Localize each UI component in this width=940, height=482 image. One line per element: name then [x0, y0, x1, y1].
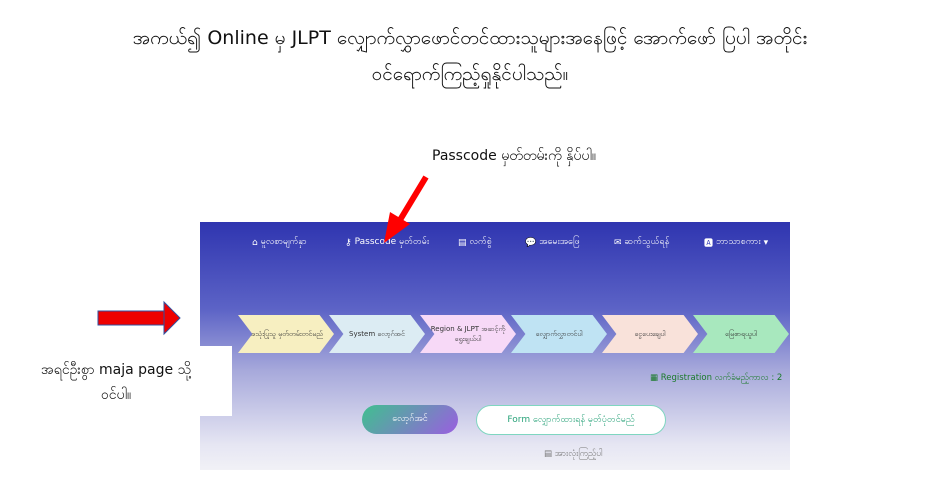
nav-label: လက်စွဲ: [469, 237, 492, 247]
nav-language[interactable]: 🅰ဘာသာစကား▾: [704, 236, 768, 249]
right-arrow-to-main-page: [97, 300, 181, 336]
nav-contact[interactable]: ✉ဆက်သွယ်ရန်: [614, 236, 669, 249]
website-screenshot: ⌂မူလစာမျက်နှာ ⚷Passcode မှတ်တမ်း ▤လက်စွဲ…: [200, 222, 790, 470]
main-page-note-line-1: အရင်ဦးစွာ maja page သို့: [40, 362, 192, 378]
registration-text: Registration လက်ခံမည့်ကာလ : 2: [660, 373, 783, 383]
step-5: ငွေပေးချေပါ: [602, 315, 698, 353]
caret-down-icon: ▾: [763, 237, 769, 248]
language-icon: 🅰: [704, 239, 714, 249]
step-1: အသုံးပြုသူ မှတ်တမ်းတင်မည်: [238, 315, 334, 353]
book-icon: ▤: [458, 237, 467, 248]
nav-label: ဘာသာစကား: [716, 237, 761, 247]
registration-period: ▦ Registration လက်ခံမည့်ကာလ : 2: [650, 373, 782, 385]
envelope-icon: ✉: [614, 237, 622, 248]
heading-line-2: ဝင်ရောက်ကြည့်ရှုနိုင်ပါသည်။: [371, 63, 569, 85]
nav-home[interactable]: ⌂မူလစာမျက်နှာ: [252, 236, 307, 249]
form-register-button[interactable]: Form လျှောက်ထားရန် မှတ်ပုံတင်မည်: [476, 405, 666, 435]
list-icon: ▤: [544, 449, 555, 459]
step-4: လျှောက်လွှာတင်ပါ: [511, 315, 607, 353]
view-all-text: အားလုံးကြည့်ပါ: [554, 449, 603, 459]
login-button[interactable]: လော့ဂ်အင်: [362, 405, 458, 434]
nav-label: Passcode မှတ်တမ်း: [354, 237, 430, 247]
passcode-note: Passcode မှတ်တမ်းကို နှိပ်ပါ။: [432, 148, 597, 164]
heading-line-1: အကယ်၍ Online မှ JLPT လျှောက်လွှာဖောင်တင်…: [132, 27, 808, 49]
home-icon: ⌂: [252, 237, 258, 248]
main-page-note-line-2: ဝင်ပါ။: [100, 387, 132, 403]
nav-passcode[interactable]: ⚷Passcode မှတ်တမ်း: [345, 236, 429, 249]
view-all-link[interactable]: ▤ အားလုံးကြည့်ပါ: [544, 449, 603, 461]
down-arrow-to-passcode: [384, 175, 429, 243]
calendar-icon: ▦: [650, 373, 661, 383]
step-3: Region & JLPT အဆင့်ကိုရွေးချယ်ပါ: [420, 315, 516, 353]
nav-manual[interactable]: ▤လက်စွဲ: [458, 236, 492, 249]
key-icon: ⚷: [345, 237, 352, 248]
chat-icon: 💬: [525, 237, 537, 248]
step-2: System လော့ဂ်အင်: [329, 315, 425, 353]
main-page-note: အရင်ဦးစွာ maja page သို့ ဝင်ပါ။: [0, 346, 232, 416]
nav-label: မူလစာမျက်နှာ: [260, 237, 307, 247]
nav-label: ဆက်သွယ်ရန်: [624, 237, 670, 247]
step-6: မြေစာရယူပါ: [693, 315, 789, 353]
nav-label: အမေးအဖြေ: [539, 237, 580, 247]
process-steps: အသုံးပြုသူ မှတ်တမ်းတင်မည် System လော့ဂ်အ…: [238, 315, 789, 353]
nav-faq[interactable]: 💬အမေးအဖြေ: [525, 236, 580, 249]
